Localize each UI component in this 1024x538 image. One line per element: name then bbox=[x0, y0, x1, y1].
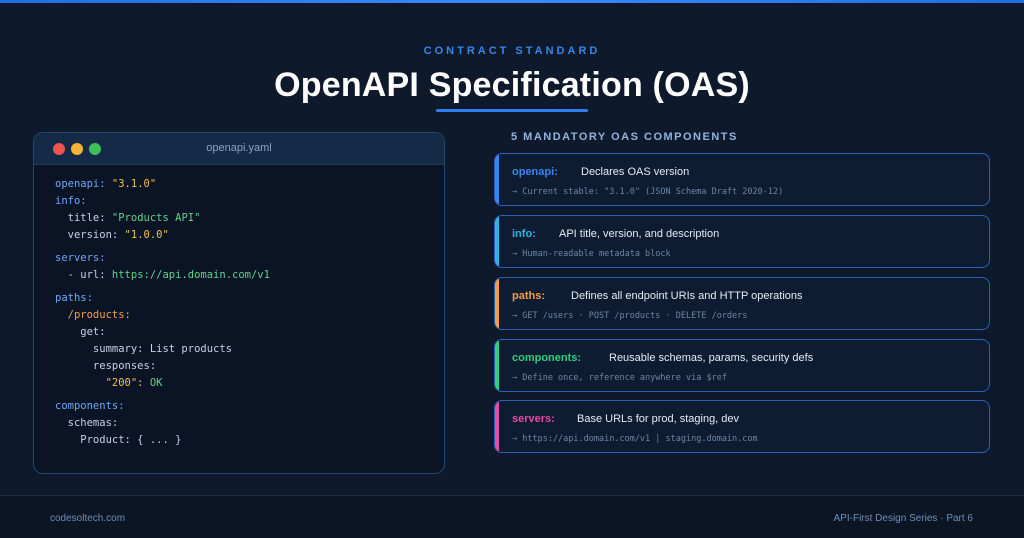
close-dot-icon[interactable] bbox=[53, 143, 65, 155]
code-token: schemas: bbox=[55, 417, 119, 429]
component-subtext: → Current stable: "3.1.0" (JSON Schema D… bbox=[512, 187, 784, 197]
footer: codesoltech.com API-First Design Series … bbox=[0, 495, 1024, 538]
code-token: responses: bbox=[55, 360, 157, 372]
code-token: get: bbox=[55, 326, 106, 338]
component-card: paths: Defines all endpoint URIs and HTTP… bbox=[494, 277, 990, 330]
window-titlebar: openapi.yaml bbox=[34, 133, 444, 165]
component-subtext: → Human-readable metadata block bbox=[512, 249, 671, 259]
code-token: OK bbox=[149, 377, 163, 389]
card-accent bbox=[495, 216, 499, 267]
footer-series: API-First Design Series · Part 6 bbox=[833, 513, 973, 524]
component-key: openapi: bbox=[512, 166, 558, 178]
card-accent bbox=[495, 154, 499, 205]
code-line: get: bbox=[55, 326, 106, 340]
card-accent bbox=[495, 340, 499, 391]
component-description: Base URLs for prod, staging, dev bbox=[577, 413, 740, 425]
component-subtext: → Define once, reference anywhere via $r… bbox=[512, 373, 727, 383]
code-line: components: bbox=[55, 400, 125, 414]
code-token: https://api.domain.com/v1 bbox=[111, 269, 270, 281]
components-heading: 5 MANDATORY OAS COMPONENTS bbox=[511, 131, 738, 143]
component-subtext: → https://api.domain.com/v1 | staging.do… bbox=[512, 434, 758, 444]
code-line: info: bbox=[55, 195, 87, 209]
page-title: OpenAPI Specification (OAS) bbox=[274, 66, 750, 104]
card-accent bbox=[495, 278, 499, 329]
window-filename: openapi.yaml bbox=[206, 142, 272, 154]
code-token: info: bbox=[55, 195, 87, 207]
component-description: Defines all endpoint URIs and HTTP opera… bbox=[571, 290, 803, 302]
minimize-dot-icon[interactable] bbox=[71, 143, 83, 155]
code-token: title: bbox=[55, 212, 112, 224]
code-line: version: "1.0.0" bbox=[55, 229, 169, 243]
code-token: - url: bbox=[55, 269, 112, 281]
component-card: info: API title, version, and description… bbox=[494, 215, 990, 268]
component-card: openapi: Declares OAS version → Current st… bbox=[494, 153, 990, 206]
code-line: servers: bbox=[55, 252, 106, 266]
eyebrow-label: CONTRACT STANDARD bbox=[423, 45, 601, 57]
code-token: "1.0.0" bbox=[124, 229, 169, 241]
code-token: paths: bbox=[55, 292, 93, 304]
code-line: Product: { ... } bbox=[55, 434, 181, 448]
component-key: components: bbox=[512, 352, 582, 364]
code-line: schemas: bbox=[55, 417, 119, 431]
code-line: paths: bbox=[55, 292, 93, 306]
code-line: openapi: "3.1.0" bbox=[55, 178, 156, 192]
code-token: openapi: bbox=[55, 178, 112, 190]
code-token: components: bbox=[55, 400, 125, 412]
component-description: Reusable schemas, params, security defs bbox=[609, 352, 814, 364]
code-token: version: bbox=[55, 229, 125, 241]
component-card: servers: Base URLs for prod, staging, dev… bbox=[494, 400, 990, 453]
code-line: - url: https://api.domain.com/v1 bbox=[55, 269, 270, 283]
code-line: summary: List products bbox=[55, 343, 232, 357]
maximize-dot-icon[interactable] bbox=[89, 143, 101, 155]
component-key: paths: bbox=[512, 290, 545, 302]
code-line: responses: bbox=[55, 360, 156, 374]
code-token: List products bbox=[149, 343, 233, 355]
code-token: servers: bbox=[55, 252, 106, 264]
code-token: "Products API" bbox=[111, 212, 201, 224]
component-key: info: bbox=[512, 228, 536, 240]
code-token: "200": bbox=[55, 377, 150, 389]
code-line: /products: bbox=[55, 309, 131, 323]
component-description: Declares OAS version bbox=[581, 166, 690, 178]
code-token: summary: bbox=[55, 343, 150, 355]
component-card: components: Reusable schemas, params, sec… bbox=[494, 339, 990, 392]
component-subtext: → GET /users · POST /products · DELETE /… bbox=[512, 311, 748, 321]
code-token: Product: { ... } bbox=[55, 434, 182, 446]
footer-site: codesoltech.com bbox=[50, 513, 126, 524]
top-accent-bar bbox=[0, 0, 1024, 3]
component-description: API title, version, and description bbox=[559, 228, 720, 240]
code-window: openapi.yaml openapi: "3.1.0" info: title… bbox=[33, 132, 445, 474]
component-key: servers: bbox=[512, 413, 555, 425]
title-underline bbox=[436, 109, 588, 112]
code-token: /products: bbox=[55, 309, 131, 321]
code-line: "200": OK bbox=[55, 377, 163, 391]
card-accent bbox=[495, 401, 499, 452]
code-line: title: "Products API" bbox=[55, 212, 201, 226]
code-token: "3.1.0" bbox=[111, 178, 157, 190]
